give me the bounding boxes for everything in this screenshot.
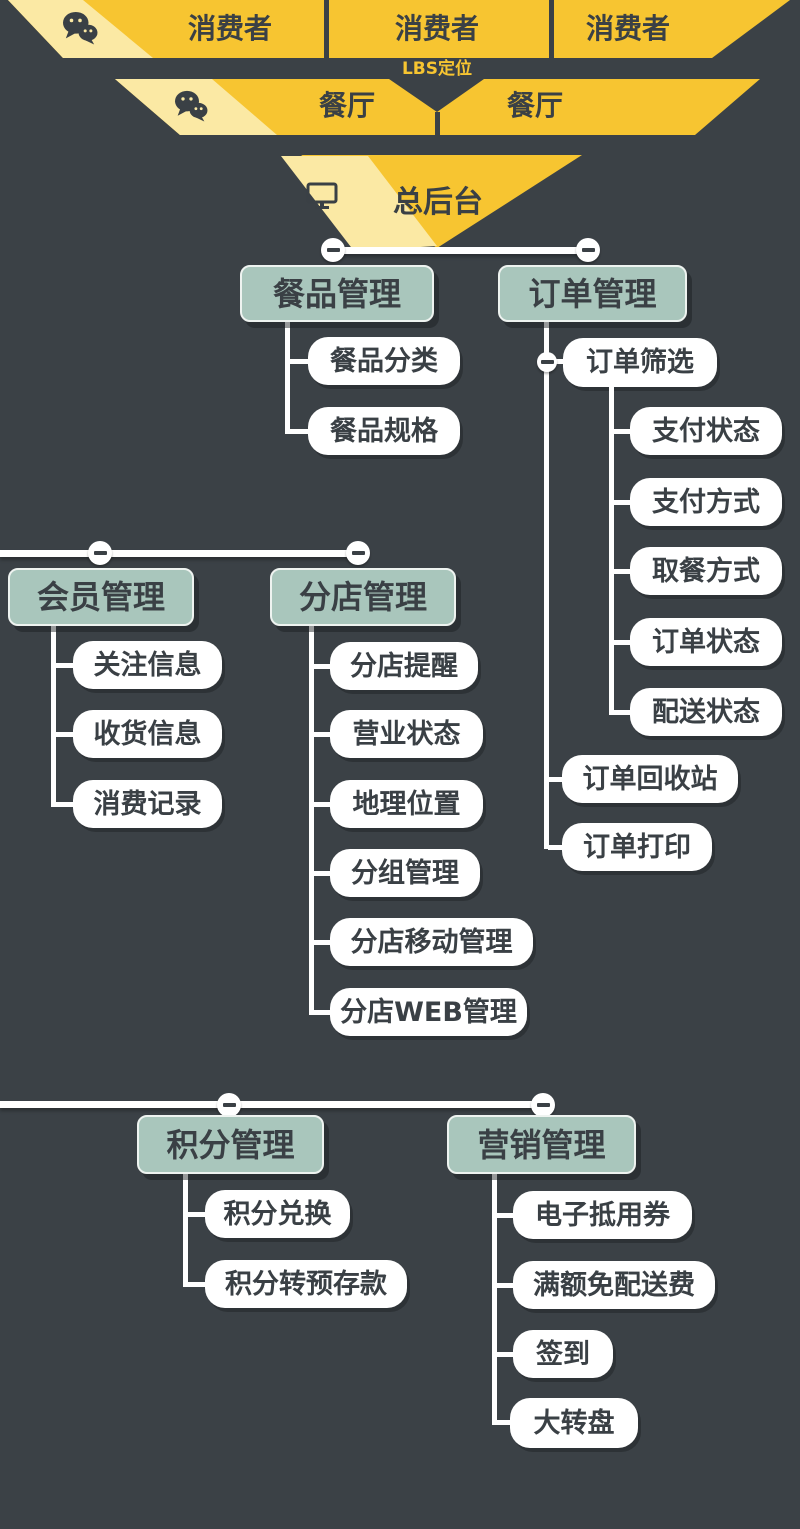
branch-line [609, 569, 630, 574]
branch-line [492, 1352, 513, 1357]
collapse-button[interactable] [346, 541, 370, 565]
tree-node[interactable]: 大转盘 [510, 1398, 638, 1448]
wechat-icon [174, 90, 208, 126]
tree-node[interactable]: 订单打印 [562, 823, 712, 871]
tree-node[interactable]: 积分兑换 [205, 1190, 350, 1238]
branch-line [51, 732, 73, 737]
tree-node[interactable]: 地理位置 [330, 780, 483, 828]
tree-node[interactable]: 分店移动管理 [330, 918, 533, 966]
branch-line [51, 802, 73, 807]
branch-line [609, 387, 614, 714]
minus-icon [536, 1103, 550, 1107]
minus-icon [222, 1103, 236, 1107]
tree-node[interactable]: 取餐方式 [630, 547, 782, 595]
connector-line [333, 247, 588, 254]
collapse-button[interactable] [531, 1093, 555, 1117]
minus-icon [540, 360, 554, 364]
funnel-label-consumer-3: 消费者 [585, 12, 670, 45]
branch-line [548, 777, 562, 782]
branch-line [285, 318, 290, 433]
branch-line [492, 1170, 497, 1424]
branch-line [309, 664, 330, 669]
tree-node[interactable]: 配送状态 [630, 688, 782, 736]
minus-icon [581, 248, 595, 252]
tree-node[interactable]: 支付状态 [630, 407, 782, 455]
tree-node[interactable]: 营业状态 [330, 710, 483, 758]
tree-node-parent[interactable]: 分店管理 [270, 568, 456, 626]
branch-line [309, 1010, 330, 1015]
branch-line [309, 802, 330, 807]
tree-node[interactable]: 分店WEB管理 [330, 988, 527, 1036]
tree-node[interactable]: 满额免配送费 [513, 1261, 715, 1309]
tree-node[interactable]: 分组管理 [330, 849, 480, 897]
funnel-label-consumer-2: 消费者 [394, 12, 479, 45]
tree-node[interactable]: 订单回收站 [562, 755, 738, 803]
minus-icon [93, 551, 107, 555]
branch-line [609, 500, 630, 505]
collapse-button[interactable] [217, 1093, 241, 1117]
monitor-icon [306, 182, 338, 214]
collapse-button[interactable] [576, 238, 600, 262]
branch-line [309, 622, 314, 1015]
tree-node-parent[interactable]: 积分管理 [137, 1115, 324, 1174]
funnel-row-backend: 总后台 [0, 155, 800, 251]
funnel-row2-divider [435, 112, 440, 135]
branch-line [609, 710, 630, 715]
branch-line [548, 845, 562, 850]
connector-line [0, 1101, 543, 1108]
tree-node[interactable]: 电子抵用券 [513, 1191, 692, 1239]
branch-line [309, 940, 330, 945]
tree-node[interactable]: 收货信息 [73, 710, 222, 758]
branch-line [492, 1213, 513, 1218]
funnel-row1-divider [549, 0, 554, 58]
collapse-button[interactable] [88, 541, 112, 565]
minus-icon [351, 551, 365, 555]
funnel-label-consumer-1: 消费者 [187, 12, 272, 45]
tree-node[interactable]: 分店提醒 [330, 642, 478, 690]
tree-node[interactable]: 订单筛选 [563, 338, 717, 387]
branch-line [183, 1282, 205, 1287]
branch-line [285, 429, 308, 434]
connector-line [0, 550, 358, 557]
branch-line [492, 1283, 513, 1288]
tree-node-parent[interactable]: 营销管理 [447, 1115, 636, 1174]
branch-line [309, 871, 330, 876]
branch-line [183, 1170, 188, 1286]
branch-line [285, 359, 308, 364]
tree-node-parent[interactable]: 订单管理 [498, 265, 687, 322]
branch-line [609, 640, 630, 645]
branch-line [609, 429, 630, 434]
funnel-row-restaurants: 餐厅 餐厅 [0, 79, 800, 135]
tree-node[interactable]: 消费记录 [73, 780, 222, 828]
funnel-label-restaurant-2: 餐厅 [506, 89, 563, 122]
branch-line [309, 732, 330, 737]
wechat-icon [62, 11, 98, 49]
collapse-button[interactable] [537, 352, 557, 372]
tree-node[interactable]: 签到 [513, 1330, 613, 1378]
branch-line [51, 622, 56, 807]
tree-node[interactable]: 支付方式 [630, 478, 782, 526]
tree-node[interactable]: 关注信息 [73, 641, 222, 689]
funnel-row-consumers: 消费者 消费者 消费者 [0, 0, 800, 58]
branch-line [183, 1212, 205, 1217]
tree-node[interactable]: 餐品分类 [308, 337, 460, 385]
tree-node[interactable]: 订单状态 [630, 618, 782, 666]
funnel-label-restaurant-1: 餐厅 [318, 89, 375, 122]
funnel-row1-divider [324, 0, 329, 58]
branch-line [492, 1420, 513, 1425]
branch-line [51, 663, 73, 668]
minus-icon [326, 248, 340, 252]
tree-node-parent[interactable]: 餐品管理 [240, 265, 434, 322]
lbs-location-label: LBS定位 [401, 59, 473, 79]
tree-node-parent[interactable]: 会员管理 [8, 568, 194, 626]
tree-node[interactable]: 积分转预存款 [205, 1260, 407, 1308]
tree-node[interactable]: 餐品规格 [308, 407, 460, 455]
collapse-button[interactable] [321, 238, 345, 262]
branch-line [544, 318, 549, 849]
funnel-label-backend: 总后台 [393, 185, 483, 220]
